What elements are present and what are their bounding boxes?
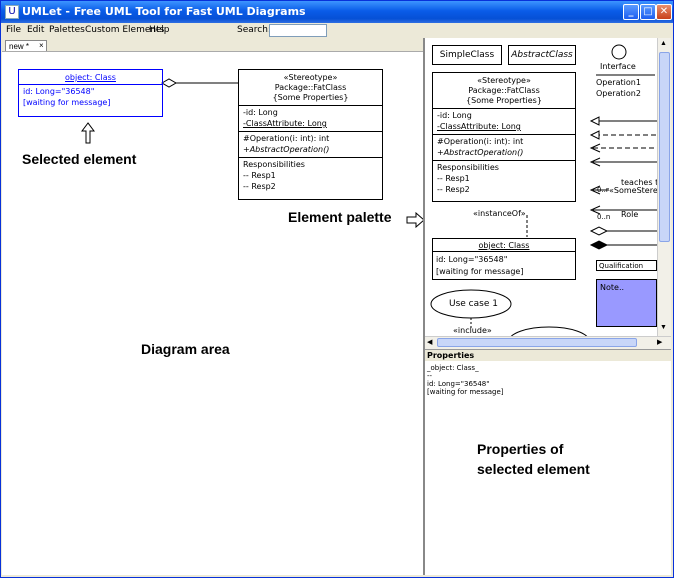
menu-custom-elements[interactable]: Custom Elements (85, 25, 165, 35)
search-input[interactable] (269, 24, 327, 37)
diagram-connectors (81, 78, 238, 144)
annotation-selected-element: Selected element (22, 151, 137, 167)
menu-file[interactable]: File (6, 25, 22, 35)
properties-line-1: _object: Class_ (427, 364, 479, 372)
properties-line-3: id: Long="36548" (427, 380, 490, 388)
annotation-properties-line2: selected element (477, 461, 590, 477)
minimize-button[interactable]: _ (623, 4, 639, 20)
pal-fatclass-op-1: #Operation(i: int): int (437, 137, 524, 146)
simple-class-label: SimpleClass (439, 50, 495, 60)
scroll-left-icon[interactable]: ◀ (427, 339, 433, 346)
assoc-multiplicity-2: 0..n (597, 213, 611, 221)
usecase-label[interactable]: Use case 1 (449, 299, 498, 309)
fatclass-resp-2: -- Resp2 (243, 182, 276, 191)
interface-op-2: Operation2 (596, 89, 641, 98)
properties-header: Properties (425, 349, 671, 361)
window-title: UMLet - Free UML Tool for Fast UML Diagr… (22, 5, 306, 18)
include-label: «include» (453, 326, 492, 335)
fatclass-stereotype: «Stereotype» (283, 73, 338, 82)
palette-vertical-scrollbar[interactable]: ▲ ▼ (657, 38, 671, 336)
annotation-element-palette: Element palette (288, 209, 392, 225)
scroll-up-icon[interactable]: ▲ (660, 40, 667, 47)
instanceof-label: «instanceOf» (473, 209, 526, 218)
tab-new[interactable]: new * × (5, 40, 47, 51)
pal-fatclass-props: {Some Properties} (466, 96, 542, 105)
tab-strip: new * × (5, 40, 423, 51)
search-label: Search: (237, 25, 271, 35)
object-attr-2: [waiting for message] (23, 98, 111, 107)
fatclass-op-1: #Operation(i: int): int (243, 134, 330, 143)
fatclass-attr-2: -ClassAttribute: Long (243, 119, 327, 128)
pal-fatclass-attr-2: -ClassAttribute: Long (437, 122, 521, 131)
interface-op-1: Operation1 (596, 78, 641, 87)
hscroll-thumb[interactable] (437, 338, 637, 347)
maximize-button[interactable]: □ (640, 4, 656, 20)
assoc-stereotype: «SomeStere (609, 186, 658, 195)
pal-object-title: object: Class (478, 241, 530, 250)
pal-fatclass-resp-2: -- Resp2 (437, 185, 470, 194)
pal-fatclass-resp-1: -- Resp1 (437, 174, 470, 183)
element-palette[interactable]: SimpleClass AbstractClass Interface Oper… (425, 38, 659, 336)
pal-fatclass-attr-1: -id: Long (437, 111, 472, 120)
properties-panel[interactable]: _object: Class_ -- id: Long="36548" [wai… (425, 361, 671, 575)
fatclass-resp-1: -- Resp1 (243, 171, 276, 180)
arrow-right-icon (406, 212, 425, 228)
interface-label[interactable]: Interface (600, 62, 636, 71)
properties-line-2: -- (427, 372, 433, 380)
palette-simple-class[interactable]: SimpleClass (432, 45, 502, 65)
properties-line-4: [waiting for message] (427, 388, 504, 396)
pal-fatclass-resp-title: Responsibilities (437, 163, 499, 172)
palette-qualification[interactable]: Qualification (596, 260, 657, 271)
vertical-split-divider[interactable] (423, 38, 425, 575)
fatclass-element[interactable]: «Stereotype» Package::FatClass {Some Pro… (238, 69, 383, 200)
menu-palettes[interactable]: Palettes (49, 25, 85, 35)
tab-close-icon[interactable]: × (39, 41, 44, 50)
pal-object-attr-1: id: Long="36548" (436, 255, 508, 264)
diagram-canvas[interactable]: object: Class id: Long="36548" [waiting … (2, 51, 425, 575)
menu-edit[interactable]: Edit (27, 25, 45, 35)
pal-fatclass-stereotype: «Stereotype» (477, 76, 531, 85)
pal-fatclass-op-2: +AbstractOperation() (437, 148, 524, 157)
fatclass-op-2: +AbstractOperation() (243, 145, 330, 154)
pal-fatclass-name: Package::FatClass (468, 86, 540, 95)
palette-fatclass[interactable]: «Stereotype» Package::FatClass {Some Pro… (432, 72, 576, 202)
scroll-right-icon[interactable]: ▶ (657, 339, 663, 346)
annotation-properties-line1: Properties of (477, 441, 564, 457)
abstract-class-label: AbstractClass (511, 50, 573, 60)
tab-label: new * (9, 42, 30, 51)
palette-abstract-class[interactable]: AbstractClass (508, 45, 576, 65)
qualification-label: Qualification (599, 262, 644, 270)
menu-help[interactable]: Help (149, 25, 170, 35)
pal-object-attr-2: [waiting for message] (436, 267, 524, 276)
palette-object[interactable]: object: Class id: Long="36548" [waiting … (432, 238, 576, 280)
close-button[interactable]: ✕ (656, 4, 672, 20)
fatclass-name: Package::FatClass (274, 83, 347, 92)
note-label: Note.. (600, 283, 625, 292)
scroll-down-icon[interactable]: ▼ (660, 324, 667, 331)
selected-object-element[interactable]: object: Class id: Long="36548" [waiting … (18, 69, 163, 117)
object-attr-1: id: Long="36548" (23, 87, 95, 96)
fatclass-attr-1: -id: Long (243, 108, 278, 117)
object-title: object: Class (65, 73, 116, 82)
teaches-label: teaches t (621, 178, 659, 187)
palette-note[interactable]: Note.. (596, 279, 657, 327)
role-label: Role (621, 210, 639, 219)
annotation-diagram-area: Diagram area (141, 341, 230, 357)
properties-title: Properties (427, 351, 475, 360)
title-bar[interactable]: U UMLet - Free UML Tool for Fast UML Dia… (1, 1, 673, 23)
palette-shapes (430, 44, 657, 336)
fatclass-resp-title: Responsibilities (243, 160, 305, 169)
scroll-thumb[interactable] (659, 52, 670, 242)
fatclass-props: {Some Properties} (272, 93, 349, 102)
assoc-multiplicity-1: 0..n (597, 186, 611, 194)
app-icon: U (5, 5, 19, 19)
palette-horizontal-scrollbar[interactable]: ◀ ▶ (425, 336, 671, 349)
menu-bar: File Edit Palettes Custom Elements Help … (1, 23, 673, 38)
